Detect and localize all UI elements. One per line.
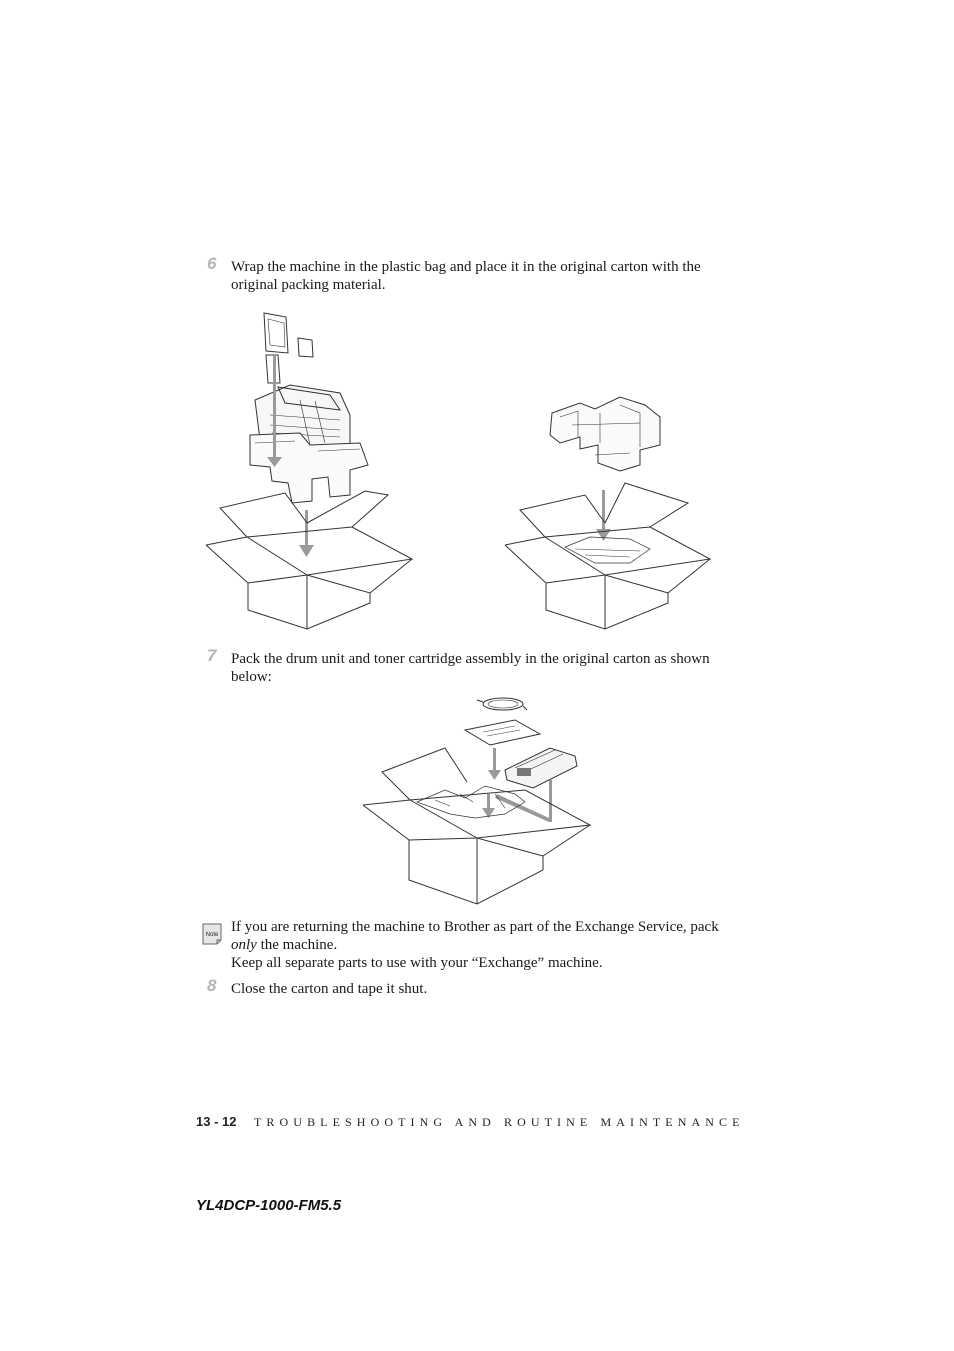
note-text: If you are returning the machine to Brot… [231, 918, 731, 972]
page-number: 13 - 12 [196, 1114, 236, 1129]
drum-packing-svg [355, 690, 600, 910]
note-emphasis: only [231, 937, 257, 953]
step-number: 8 [207, 976, 227, 996]
chapter-title: TROUBLESHOOTING AND ROUTINE MAINTENANCE [254, 1115, 745, 1130]
step-text: Close the carton and tape it shut. [231, 980, 731, 998]
note-line1-before: If you are returning the machine to Brot… [231, 919, 719, 935]
step-number: 7 [207, 646, 227, 666]
note-line2: Keep all separate parts to use with your… [231, 955, 603, 971]
step-text: Pack the drum unit and toner cartridge a… [231, 650, 731, 686]
machine-packing-svg [200, 305, 720, 635]
note-icon-label: Note [206, 932, 219, 938]
step-number: 6 [207, 254, 227, 274]
step-text: Wrap the machine in the plastic bag and … [231, 258, 731, 294]
note-line1-after: the machine. [257, 937, 337, 953]
document-code: YL4DCP-1000-FM5.5 [196, 1197, 341, 1214]
packing-illustration-drum [355, 690, 600, 910]
page-footer: 13 - 12 TROUBLESHOOTING AND ROUTINE MAIN… [196, 1114, 726, 1134]
packing-illustration-machine [200, 305, 720, 635]
note-icon: Note [200, 921, 224, 945]
